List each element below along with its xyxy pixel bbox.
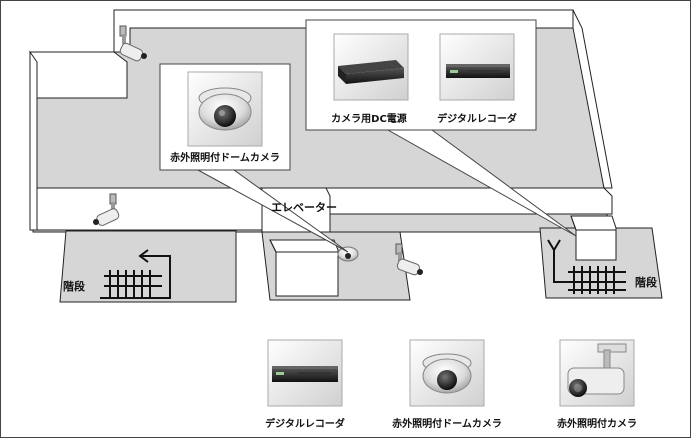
recorder-cabinet xyxy=(570,215,617,261)
stairs-left-label: 階段 xyxy=(63,279,85,293)
elevator-label: エレベーター xyxy=(271,201,337,214)
dome-camera-icon xyxy=(198,87,252,131)
legend-label: 赤外照明付カメラ xyxy=(557,417,637,430)
elevator xyxy=(269,239,339,297)
legend-item-dome-camera: 赤外照明付ドームカメラ xyxy=(392,339,502,430)
stairs-left-icon xyxy=(100,249,171,299)
recorder-icon xyxy=(272,366,338,382)
callout-recorder-label: デジタルレコーダ xyxy=(437,112,517,125)
dome-camera-icon xyxy=(422,353,472,394)
callout-power-recorder: カメラ用DC電源 デジタルレコーダ xyxy=(305,19,537,131)
dome-camera-icon xyxy=(337,246,359,262)
legend-item-recorder: デジタルレコーダ xyxy=(265,339,345,430)
legend-item-bullet-camera: 赤外照明付カメラ xyxy=(557,339,637,430)
legend: デジタルレコーダ 赤外照明付ドームカメラ 赤外照明付カメラ xyxy=(265,339,637,430)
stairs-right-label: 階段 xyxy=(635,275,657,289)
bullet-camera-icon xyxy=(93,193,120,226)
bullet-camera-icon xyxy=(119,25,147,62)
recorder-icon xyxy=(446,64,510,78)
callout-dome-label: 赤外照明付ドームカメラ xyxy=(170,151,280,164)
bullet-camera-icon xyxy=(567,343,627,397)
legend-label: デジタルレコーダ xyxy=(265,417,345,430)
stairs-right-icon xyxy=(547,239,626,294)
callout-dc-power-label: カメラ用DC電源 xyxy=(331,112,407,125)
callout-dome-camera: 赤外照明付ドームカメラ xyxy=(159,63,291,171)
bullet-camera-icon xyxy=(395,243,423,276)
dc-power-icon xyxy=(338,60,404,84)
legend-label: 赤外照明付ドームカメラ xyxy=(392,417,502,430)
